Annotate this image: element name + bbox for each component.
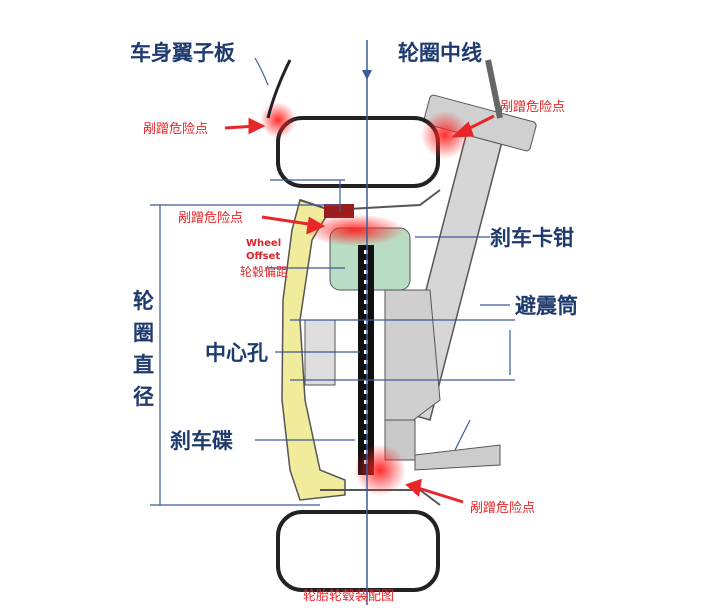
center-bore-label: 中心孔 <box>205 341 268 365</box>
brake-disc-label: 刹车碟 <box>170 429 233 453</box>
danger-point-label: 剐蹭危险点 <box>143 121 208 137</box>
danger-point-label: 剐蹭危险点 <box>470 500 535 516</box>
fender <box>266 59 292 119</box>
centerline-label: 轮圈中线 <box>398 41 482 65</box>
danger-arrows <box>224 114 495 504</box>
danger-point-label: 剐蹭危险点 <box>178 210 243 226</box>
wheel-rim <box>281 199 346 501</box>
rim-diameter-char: 轮 <box>133 289 154 313</box>
shock-label: 避震筒 <box>515 294 578 318</box>
caliper-label: 刹车卡钳 <box>490 226 574 250</box>
diagram-title: 轮胎轮毂装配图 <box>303 589 394 604</box>
offset-label-cn: 轮毂偏距 <box>240 264 288 279</box>
rim-diameter-label: 轮 圈 直 径 <box>133 289 154 409</box>
rim-diameter-char: 圈 <box>133 321 154 345</box>
tire-bottom <box>276 510 440 592</box>
dimension-lines <box>150 57 515 506</box>
fender-label: 车身翼子板 <box>130 41 236 65</box>
rim-diameter-char: 直 <box>133 353 154 377</box>
tire-top <box>276 116 440 188</box>
offset-label-en-2: Offset <box>246 251 280 262</box>
rim-diameter-char: 径 <box>133 385 154 409</box>
offset-label-en-1: Wheel <box>246 238 281 249</box>
danger-point-label: 剐蹭危险点 <box>500 99 565 115</box>
